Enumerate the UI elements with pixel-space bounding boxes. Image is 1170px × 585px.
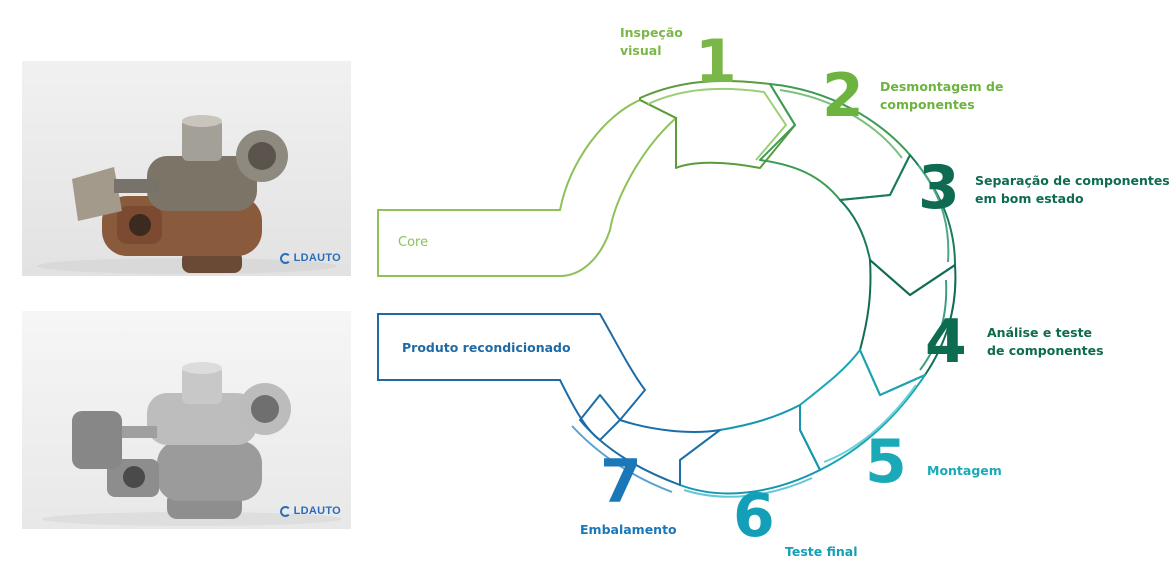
ldauto-brand-text: LDAUTO bbox=[293, 252, 341, 264]
step-1-number: 1 bbox=[695, 27, 737, 97]
step-2-label: Desmontagem de componentes bbox=[880, 78, 1003, 114]
step-7-label-line1: Embalamento bbox=[580, 522, 677, 537]
step-6-label: Teste final bbox=[785, 543, 857, 561]
step-1-label-line2: visual bbox=[620, 43, 662, 58]
step-3-label-line2: em bom estado bbox=[975, 191, 1084, 206]
step-3-label-line1: Separação de componentes bbox=[975, 173, 1170, 188]
step-3-number: 3 bbox=[918, 153, 960, 223]
step-7-label: Embalamento bbox=[580, 521, 677, 539]
step-5-label: Montagem bbox=[927, 462, 1002, 480]
product-shape bbox=[377, 313, 647, 442]
arc-segment-6-inner bbox=[683, 477, 813, 498]
ldauto-logo-bottom: LDAUTO bbox=[279, 505, 341, 517]
arc-segment-3-inner bbox=[917, 164, 950, 263]
step-1-label-line1: Inspeção bbox=[620, 25, 683, 40]
step-6-label-line1: Teste final bbox=[785, 544, 858, 559]
arc-segment-7-inner bbox=[571, 425, 673, 493]
photo-used-turbo: LDAUTO bbox=[22, 61, 351, 276]
step-2-number: 2 bbox=[822, 61, 864, 131]
step-4-label-line1: Análise e teste bbox=[987, 325, 1093, 340]
arc-segment-1 bbox=[639, 79, 796, 169]
ldauto-logo-top: LDAUTO bbox=[279, 252, 341, 264]
product-label: Produto recondicionado bbox=[402, 340, 571, 355]
step-4-label: Análise e teste de componentes bbox=[987, 324, 1104, 360]
ldauto-logo-icon bbox=[279, 252, 291, 264]
photo-reconditioned-turbo: LDAUTO bbox=[22, 311, 351, 529]
arc-segment-2-inner bbox=[779, 89, 903, 159]
arc-segment-1-inner bbox=[647, 87, 787, 161]
step-2-label-line1: Desmontagem de bbox=[880, 79, 1004, 94]
step-3-label: Separação de componentes em bom estado bbox=[975, 172, 1170, 208]
core-shape bbox=[377, 98, 678, 277]
arc-segment-7 bbox=[579, 394, 721, 486]
step-5-number: 5 bbox=[865, 427, 907, 497]
arc-segment-4-inner bbox=[919, 279, 948, 371]
step-4-label-line2: de componentes bbox=[987, 343, 1104, 358]
ldauto-logo-icon bbox=[279, 505, 291, 517]
step-5-label-line1: Montagem bbox=[927, 463, 1002, 478]
step-7-number: 7 bbox=[600, 447, 642, 517]
ldauto-brand-text: LDAUTO bbox=[293, 505, 341, 517]
step-2-label-line2: componentes bbox=[880, 97, 975, 112]
step-1-label: Inspeção visual bbox=[620, 24, 683, 60]
core-label: Core bbox=[398, 235, 429, 250]
arc-segment-5-inner bbox=[823, 384, 917, 463]
step-4-number: 4 bbox=[925, 307, 967, 377]
step-6-number: 6 bbox=[733, 481, 775, 551]
